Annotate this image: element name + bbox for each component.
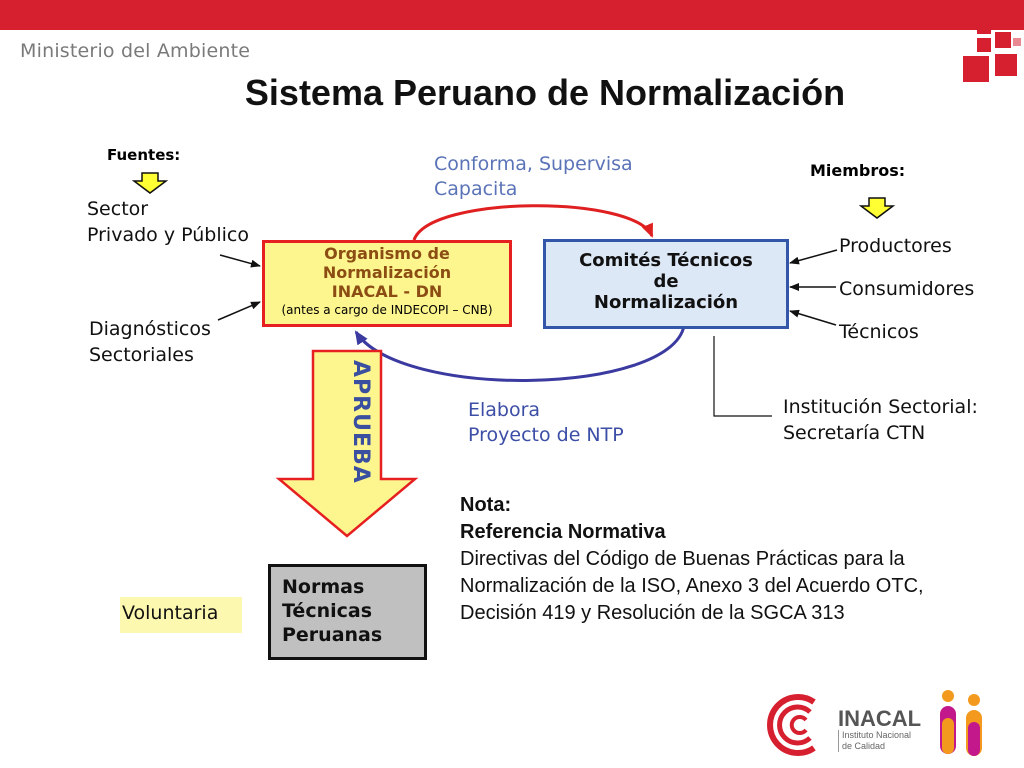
approve-arrow: [275, 349, 419, 538]
member-technicians: Técnicos: [839, 321, 919, 343]
voluntary-label: Voluntaria: [120, 597, 242, 633]
supervise-line-1: Conforma, Supervisa: [434, 153, 633, 175]
diagnostics-line-2: Sectoriales: [89, 344, 194, 366]
sector-label: Sector Privado y Público: [87, 196, 249, 248]
elaborate-curved-arrow: [354, 325, 686, 382]
supervise-curved-arrow: [412, 204, 654, 241]
org-line-1: Organismo de: [324, 244, 450, 263]
sources-down-arrow-icon: [131, 172, 169, 194]
supervise-line-2: Capacita: [434, 178, 518, 200]
ntp-line-3: Peruanas: [282, 624, 383, 646]
sector-line-2: Privado y Público: [87, 224, 249, 246]
technical-committees-box: Comités Técnicos de Normalización: [543, 239, 789, 329]
members-label: Miembros:: [810, 161, 906, 180]
note-line-2: Normalización de la ISO, Anexo 3 del Acu…: [460, 575, 924, 597]
institution-line-2: Secretaría CTN: [783, 422, 926, 444]
diagnostics-line-1: Diagnósticos: [89, 318, 211, 340]
institution-connector: [713, 336, 772, 417]
ministry-logo-mark: [963, 20, 1021, 82]
inacal-sub-line-2: de Calidad: [842, 741, 886, 751]
diagnostics-to-org-arrow: [217, 301, 261, 321]
ctn-line-2: de: [653, 271, 679, 292]
ntp-line-2: Técnicas: [282, 600, 373, 622]
top-bar: [0, 0, 1024, 30]
org-subtitle: (antes a cargo de INDECOPI – CNB): [281, 303, 493, 317]
ntp-line-1: Normas: [282, 576, 365, 598]
note-line-3: Decisión 419 y Resolución de la SGCA 313: [460, 602, 845, 624]
inacal-c-mark-icon: [767, 694, 816, 756]
note-heading: Nota:: [460, 494, 512, 516]
inacal-subtitle: Instituto Nacional de Calidad: [838, 730, 911, 752]
inacal-logo: INACAL Instituto Nacional de Calidad: [752, 688, 1014, 762]
page-title: Sistema Peruano de Normalización: [244, 72, 846, 113]
normalization-body-box: Organismo de Normalización INACAL - DN (…: [262, 240, 512, 327]
diagnostics-label: Diagnósticos Sectoriales: [89, 316, 211, 368]
ministry-name: Ministerio del Ambiente: [20, 40, 251, 62]
org-line-3: INACAL - DN: [331, 282, 443, 301]
member-producers: Productores: [839, 235, 952, 257]
sector-line-1: Sector: [87, 198, 149, 220]
institution-line-1: Institución Sectorial:: [783, 396, 978, 418]
org-line-2: Normalización: [322, 263, 452, 282]
elaborate-line-2: Proyecto de NTP: [468, 424, 624, 446]
approve-label: APRUEBA: [348, 360, 373, 484]
supervise-label: Conforma, Supervisa Capacita: [434, 152, 633, 202]
inacal-brand: INACAL: [838, 706, 922, 731]
note-block: Nota: Referencia Normativa Directivas de…: [460, 492, 1000, 627]
sources-label: Fuentes:: [107, 146, 181, 164]
elaborate-label: Elabora Proyecto de NTP: [468, 398, 624, 448]
note-subheading: Referencia Normativa: [460, 521, 666, 543]
sector-to-org-arrow: [219, 254, 261, 268]
institution-label: Institución Sectorial: Secretaría CTN: [783, 394, 978, 446]
producers-arrow: [789, 249, 838, 265]
ctn-line-1: Comités Técnicos: [579, 250, 753, 271]
ctn-line-3: Normalización: [593, 292, 739, 313]
note-line-1: Directivas del Código de Buenas Práctica…: [460, 548, 905, 570]
inacal-figure-mark-icon: [940, 690, 982, 756]
member-consumers: Consumidores: [839, 278, 975, 300]
technicians-arrow: [789, 309, 837, 326]
elaborate-line-1: Elabora: [468, 399, 541, 421]
members-down-arrow-icon: [858, 197, 896, 219]
inacal-sub-line-1: Instituto Nacional: [842, 730, 912, 740]
peruvian-technical-standards-box: Normas Técnicas Peruanas: [268, 564, 427, 660]
